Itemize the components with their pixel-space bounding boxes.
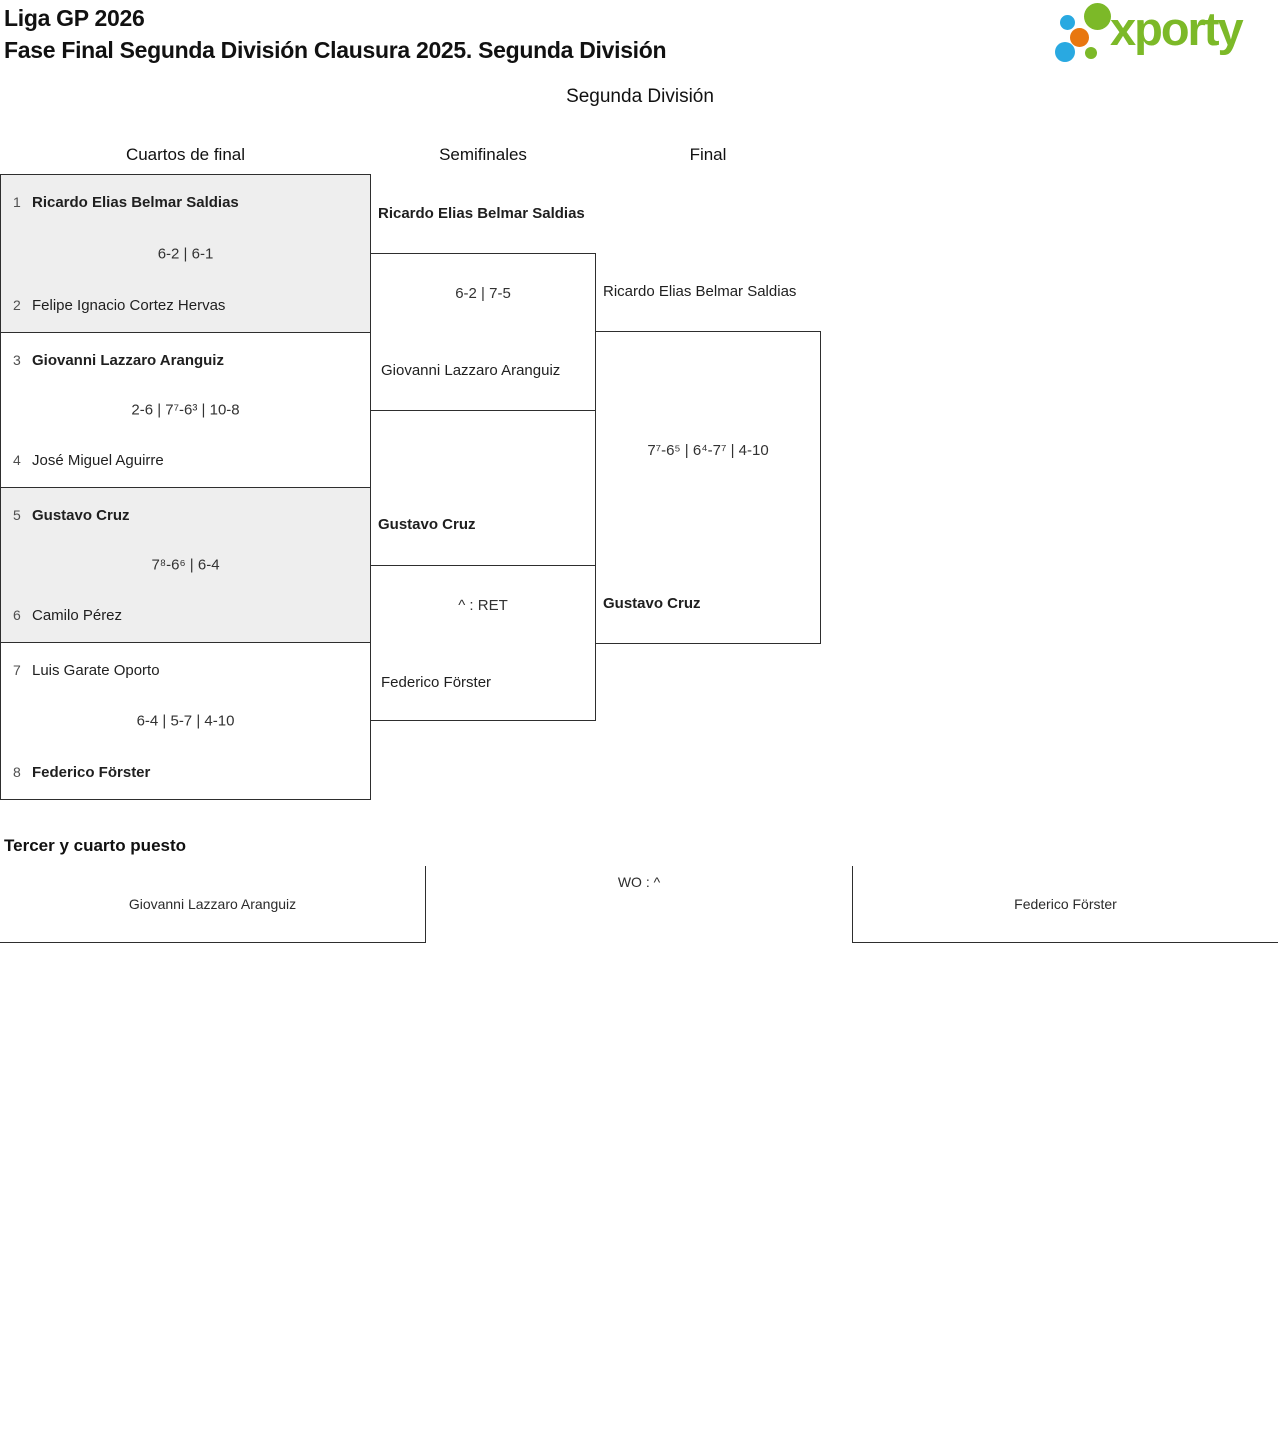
- sf1-player-bottom: Giovanni Lazzaro Aranguiz: [381, 362, 561, 379]
- qf1-player-bottom-row: 2 Felipe Ignacio Cortez Hervas: [13, 296, 362, 315]
- round-header-semifinales: Semifinales: [439, 145, 527, 164]
- qf3-seed-top: 5: [13, 507, 21, 523]
- qf2-player-top-row: 3 Giovanni Lazzaro Aranguiz: [13, 351, 362, 370]
- xporty-logo-text: xporty: [1110, 2, 1244, 55]
- sf1-player-top: Ricardo Elias Belmar Saldias: [378, 205, 585, 222]
- final-match: 7⁷-6⁵ | 6⁴-7⁷ | 4-10: [595, 331, 821, 644]
- third-place-player-right: Federico Förster: [1014, 896, 1117, 912]
- final-player-top: Ricardo Elias Belmar Saldias: [603, 283, 797, 300]
- qf1-player-top: Ricardo Elias Belmar Saldias: [32, 194, 239, 211]
- qf4-seed-bottom: 8: [13, 764, 21, 780]
- qf1-seed-bottom: 2: [13, 297, 21, 313]
- sf-match-2: ^ : RET Federico Förster: [370, 565, 596, 721]
- round-header-cuartos: Cuartos de final: [125, 145, 246, 164]
- third-place-heading: Tercer y cuarto puesto: [4, 836, 187, 855]
- division-heading: Segunda División: [566, 86, 714, 107]
- qf1-player-bottom: Felipe Ignacio Cortez Hervas: [32, 297, 226, 314]
- qf1-seed-top: 1: [13, 194, 21, 210]
- third-place-player-left: Giovanni Lazzaro Aranguiz: [128, 896, 297, 912]
- third-place-score: WO : ^: [617, 874, 661, 890]
- qf4-player-bottom-row: 8 Federico Förster: [13, 763, 362, 782]
- qf3-player-top: Gustavo Cruz: [32, 507, 130, 524]
- qf1-score: 6-2 | 6-1: [157, 245, 214, 262]
- page-title: Liga GP 2026: [4, 5, 145, 31]
- qf3-player-bottom-row: 6 Camilo Pérez: [13, 606, 362, 625]
- qf2-seed-top: 3: [13, 352, 21, 368]
- qf-match-4: 7 Luis Garate Oporto 6-4 | 5-7 | 4-10 8 …: [0, 642, 371, 800]
- page-subtitle: Fase Final Segunda División Clausura 202…: [4, 37, 667, 63]
- qf3-score: 7⁸-6⁶ | 6-4: [151, 556, 220, 574]
- logo-dot-green-small-icon: [1085, 47, 1097, 59]
- final-player-bottom: Gustavo Cruz: [603, 595, 701, 612]
- qf3-seed-bottom: 6: [13, 607, 21, 623]
- qf2-player-top: Giovanni Lazzaro Aranguiz: [32, 352, 224, 369]
- logo-dot-blue-small-icon: [1060, 15, 1075, 30]
- qf3-player-bottom: Camilo Pérez: [32, 607, 123, 624]
- qf4-seed-top: 7: [13, 662, 21, 678]
- final-score: 7⁷-6⁵ | 6⁴-7⁷ | 4-10: [647, 442, 769, 459]
- round-header-final: Final: [689, 145, 727, 164]
- qf3-player-top-row: 5 Gustavo Cruz: [13, 506, 362, 525]
- qf2-player-bottom: José Miguel Aguirre: [32, 452, 164, 469]
- qf4-score: 6-4 | 5-7 | 4-10: [136, 712, 235, 730]
- qf-match-2: 3 Giovanni Lazzaro Aranguiz 2-6 | 7⁷-6³ …: [0, 332, 371, 488]
- third-place-left-box: Giovanni Lazzaro Aranguiz: [0, 866, 426, 943]
- qf4-player-top-row: 7 Luis Garate Oporto: [13, 661, 362, 680]
- logo-dot-blue-large-icon: [1055, 42, 1075, 62]
- qf2-score: 2-6 | 7⁷-6³ | 10-8: [131, 401, 240, 419]
- qf2-seed-bottom: 4: [13, 452, 21, 468]
- third-place-right-box: Federico Förster: [852, 866, 1278, 943]
- logo-dot-orange-icon: [1070, 28, 1089, 47]
- xporty-logo[interactable]: xporty: [1048, 0, 1278, 64]
- qf-match-1: 1 Ricardo Elias Belmar Saldias 6-2 | 6-1…: [0, 174, 371, 333]
- qf-match-3: 5 Gustavo Cruz 7⁸-6⁶ | 6-4 6 Camilo Pére…: [0, 487, 371, 643]
- sf-match-1: 6-2 | 7-5 Giovanni Lazzaro Aranguiz: [370, 253, 596, 411]
- qf4-player-top: Luis Garate Oporto: [32, 662, 160, 679]
- qf1-player-top-row: 1 Ricardo Elias Belmar Saldias: [13, 193, 362, 212]
- logo-dot-green-large-icon: [1084, 3, 1111, 30]
- sf2-player-bottom: Federico Förster: [381, 674, 492, 691]
- qf4-player-bottom: Federico Förster: [32, 764, 151, 781]
- sf2-player-top: Gustavo Cruz: [378, 516, 476, 533]
- qf2-player-bottom-row: 4 José Miguel Aguirre: [13, 451, 362, 470]
- sf2-score: ^ : RET: [458, 597, 508, 614]
- sf1-score: 6-2 | 7-5: [455, 285, 511, 302]
